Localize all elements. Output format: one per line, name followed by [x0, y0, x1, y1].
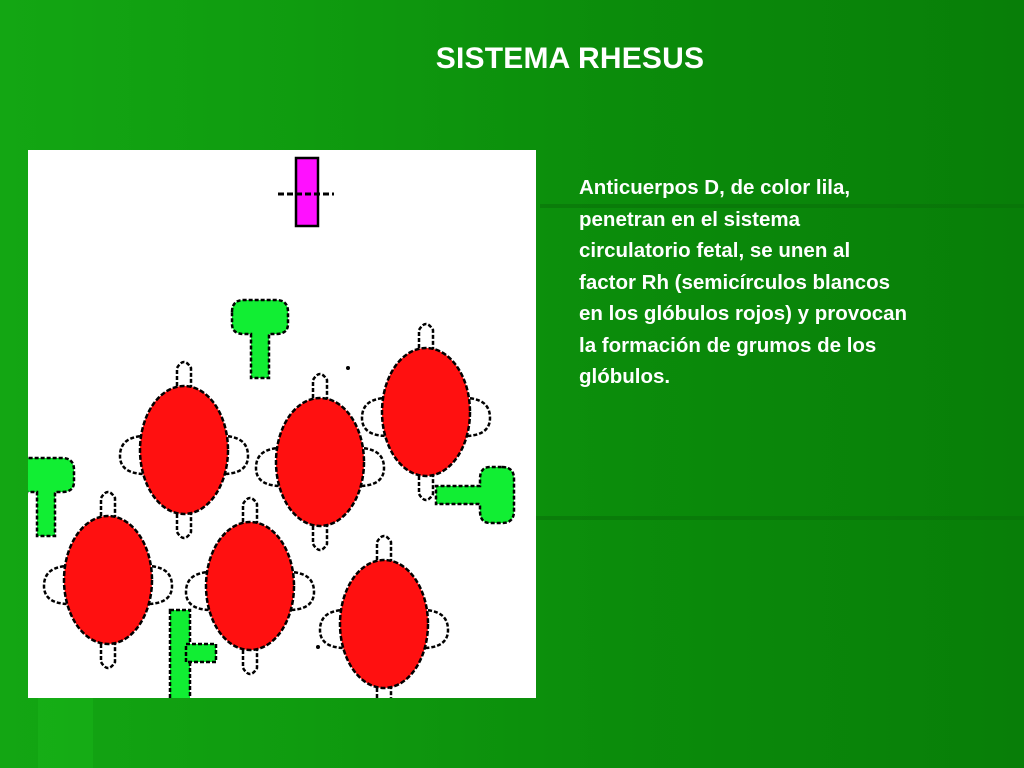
- dot-mark: [316, 645, 320, 649]
- slide-title: SISTEMA RHESUS: [435, 42, 705, 76]
- illustration-panel: [28, 150, 536, 698]
- red-blood-cell: [118, 360, 250, 540]
- decorative-bar: [38, 690, 93, 768]
- decorative-line-upper: [540, 204, 1024, 208]
- lila-antibody: [278, 156, 334, 228]
- red-blood-cell: [318, 534, 450, 698]
- green-antibody: [28, 456, 76, 538]
- blood-cells-illustration: [28, 156, 516, 698]
- green-antibody: [230, 298, 290, 380]
- dot-mark: [346, 366, 350, 370]
- red-blood-cell: [254, 372, 386, 552]
- red-blood-cell: [42, 490, 174, 670]
- green-antibody: [434, 465, 516, 525]
- green-antibody: [168, 608, 218, 698]
- decorative-line-lower: [536, 516, 1024, 520]
- slide-description: Anticuerpos D, de color lila, penetran e…: [579, 176, 908, 388]
